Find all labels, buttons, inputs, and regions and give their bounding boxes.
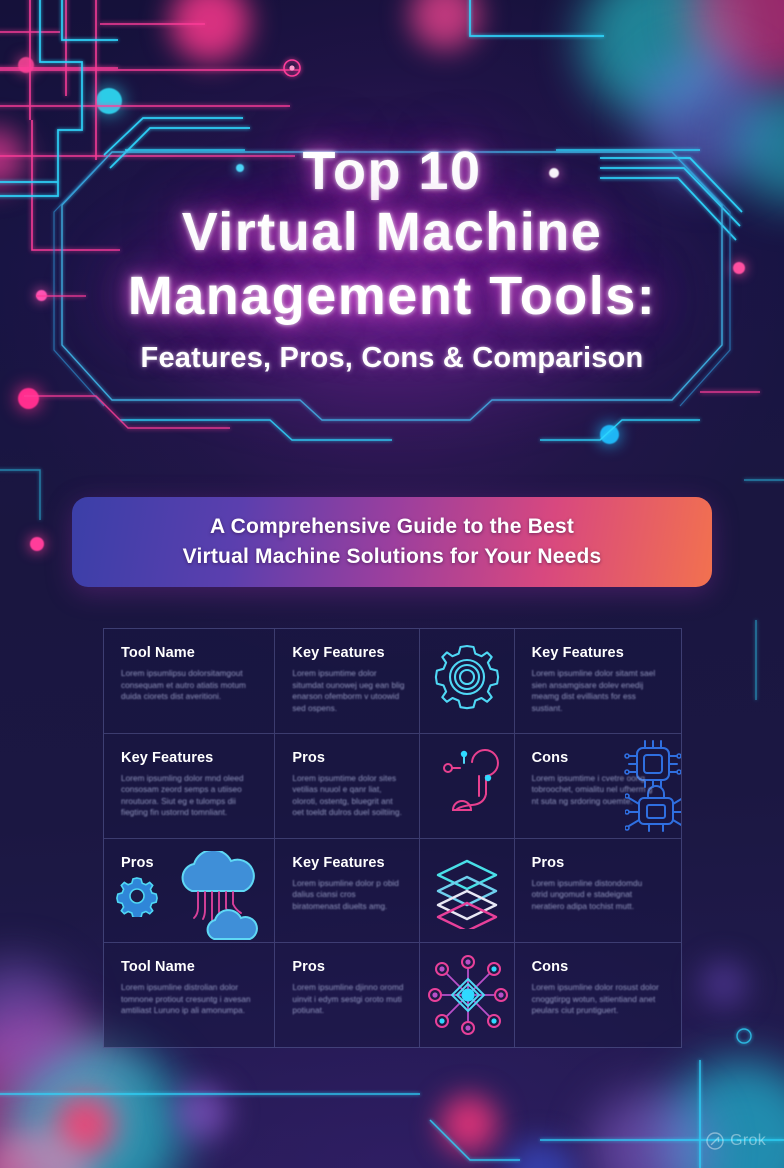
table-row: Tool Name Lorem ipsumline distrolian dol… — [104, 943, 681, 1047]
table-row: Tool Name Lorem ipsumlipsu dolorsitamgou… — [104, 629, 681, 734]
table-cell: Pros — [104, 838, 276, 943]
grok-logo-icon — [706, 1132, 724, 1150]
cell-body: Lorem ipsumling dolor mnd oleed consosam… — [121, 773, 244, 818]
bokeh-orb — [410, 0, 480, 50]
banner-line-1: A Comprehensive Guide to the Best — [209, 515, 575, 538]
cell-body: Lorem ipsumline dolor rosust dolor cnogg… — [531, 983, 659, 1016]
chip-lock-icon — [624, 784, 681, 832]
subtitle-banner: A Comprehensive Guide to the Best Virtua… — [72, 497, 712, 587]
table-cell — [420, 629, 515, 733]
cell-heading: Key Features — [292, 645, 385, 661]
cell-heading: Pros — [121, 854, 154, 871]
table-cell — [420, 838, 515, 943]
bokeh-orb — [733, 262, 745, 274]
bokeh-orb — [175, 1085, 230, 1140]
banner-line-2: Virtual Machine Solutions for Your Needs — [182, 545, 602, 568]
table-cell: Key Features Lorem ipsumline dolor p obi… — [275, 838, 420, 943]
title-glow — [62, 145, 722, 445]
bokeh-orb — [170, 0, 250, 62]
cell-heading: Cons — [531, 959, 569, 976]
table-cell: Tool Name Lorem ipsumlipsu dolorsitamgou… — [104, 629, 276, 733]
network-hub-icon — [427, 955, 508, 1036]
cloud-network-icon — [181, 850, 258, 940]
cell-body: Lorem ipsumline djinno oromd uinvit i ed… — [292, 983, 404, 1016]
bokeh-orb — [18, 57, 34, 73]
cell-body: Lorem ipsumlipsu dolorsitamgout consequa… — [121, 669, 246, 701]
title-line-1: Top 10 — [302, 141, 482, 201]
title-line-3: Management Tools: — [127, 266, 657, 326]
cell-heading: Pros — [292, 959, 326, 976]
cell-heading: Key Features — [531, 645, 624, 661]
table-cell: Pros Lorem ipsumtime dolor sites vetilia… — [275, 733, 420, 838]
cell-heading: Pros — [531, 854, 565, 871]
table-cell: Key Features Lorem ipsumline dolor sitam… — [515, 629, 681, 733]
table-cell: Pros Lorem ipsumline djinno oromd uinvit… — [275, 943, 420, 1047]
watermark: Grok — [706, 1132, 766, 1150]
bokeh-orb — [700, 960, 748, 1008]
cell-heading: Tool Name — [121, 645, 195, 661]
table-cell: Pros Lorem ipsumline distondomdu otrid u… — [515, 839, 681, 943]
cell-body: Lorem ipsumline distrolian dolor tomnone… — [121, 983, 251, 1016]
cell-body: Lorem ipsumline dolor sitamt sael sien a… — [531, 669, 656, 713]
gear-icon — [116, 876, 158, 917]
abstract-node-icon — [442, 748, 499, 811]
table-cell — [420, 733, 515, 838]
cell-body: Lorem ipsumline dolor p obid dalius cian… — [292, 878, 399, 911]
cell-body: Lorem ipsumtime dolor situmdat ounowej u… — [292, 669, 405, 713]
bokeh-orb — [440, 1095, 498, 1153]
table-row: Pros — [104, 838, 681, 944]
cell-body: Lorem ipsumtime i cvetre oong tobroochet… — [531, 773, 653, 806]
table-cell: Key Features Lorem ipsumling dolor mnd o… — [104, 733, 276, 838]
comparison-table: Tool Name Lorem ipsumlipsu dolorsitamgou… — [103, 628, 682, 1048]
title-block: Top 10 Virtual Machine Management Tools:… — [0, 130, 784, 460]
gear-icon — [434, 644, 500, 710]
cell-heading: Cons — [531, 749, 569, 766]
cell-body: Lorem ipsumtime dolor sites vetilias nuu… — [292, 773, 402, 818]
table-cell: Tool Name Lorem ipsumline distrolian dol… — [104, 943, 276, 1047]
layers-icon — [436, 859, 498, 929]
bokeh-orb — [30, 537, 44, 551]
table-cell — [420, 943, 515, 1047]
table-cell: Key Features Lorem ipsumtime dolor situm… — [275, 629, 420, 733]
bokeh-orb — [96, 88, 122, 114]
cell-body: Lorem ipsumline distondomdu otrid ungomu… — [531, 878, 643, 911]
bokeh-orb — [505, 1140, 575, 1168]
chip-icon — [624, 739, 681, 788]
cell-heading: Pros — [292, 749, 326, 766]
cell-heading: Tool Name — [121, 959, 195, 976]
title-subtitle: Features, Pros, Cons & Comparison — [140, 342, 644, 374]
table-cell: Cons Lorem ipsumtime i cvetre oong tobro… — [515, 734, 681, 838]
table-row: Key Features Lorem ipsumling dolor mnd o… — [104, 733, 681, 839]
cell-heading: Key Features — [121, 749, 214, 766]
watermark-label: Grok — [730, 1132, 766, 1149]
cell-heading: Key Features — [292, 854, 385, 871]
title-line-2: Virtual Machine — [181, 202, 603, 262]
table-cell: Cons Lorem ipsumline dolor rosust dolor … — [515, 943, 681, 1047]
